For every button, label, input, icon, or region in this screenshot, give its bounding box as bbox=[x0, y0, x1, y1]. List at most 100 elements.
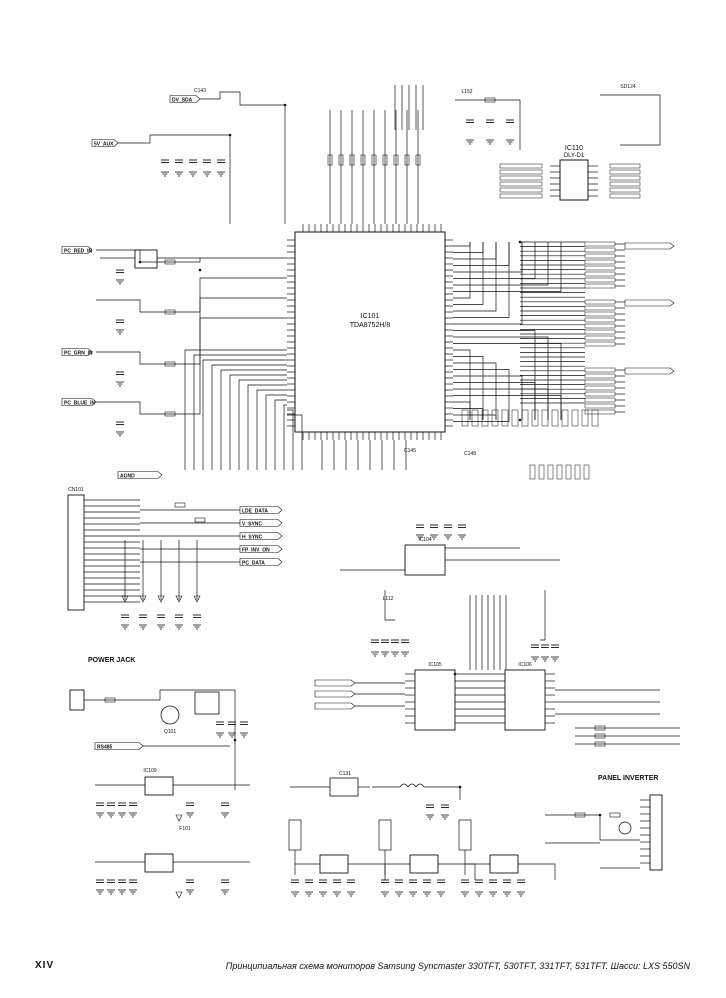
control-flag bbox=[314, 702, 356, 710]
inverter-connector bbox=[649, 794, 663, 871]
resistor bbox=[338, 154, 344, 166]
net-rs485: RS485 bbox=[97, 744, 113, 750]
data-bus bbox=[453, 395, 562, 420]
bottom-left-bus bbox=[287, 409, 294, 470]
resistor bbox=[609, 812, 621, 818]
ic101-part: TDA8752H/8 bbox=[350, 322, 391, 329]
ic101-body bbox=[294, 231, 446, 433]
resistor-array-element bbox=[584, 367, 616, 373]
resistor-array-element bbox=[584, 283, 616, 289]
supply-rail-flag bbox=[288, 819, 302, 851]
resistor bbox=[194, 517, 206, 523]
ic110-ref: IC110 bbox=[565, 145, 583, 152]
junction-dot bbox=[458, 785, 462, 789]
resistor bbox=[174, 502, 186, 508]
resistor-array-element bbox=[531, 409, 539, 427]
net-flag-0: LDE_DATA bbox=[242, 508, 268, 514]
resistor-array-element bbox=[584, 373, 616, 379]
resistor-array-element bbox=[583, 464, 590, 480]
resistor-array-element bbox=[565, 464, 572, 480]
supply-rail-flag bbox=[378, 819, 392, 851]
ic105-body bbox=[414, 669, 456, 731]
data-bus bbox=[453, 414, 497, 420]
c145-label: C145 bbox=[404, 448, 416, 454]
q101-label: Q101 bbox=[164, 729, 176, 735]
net-pc-blue-in: PC_BLUE_IN bbox=[64, 400, 96, 406]
bottom-left-bus bbox=[256, 389, 287, 470]
resistor-array-element bbox=[584, 409, 616, 415]
resistor-array-element bbox=[584, 403, 616, 409]
ldo-ic bbox=[409, 854, 439, 874]
ic113-body bbox=[134, 249, 158, 269]
c143-label: C143 bbox=[194, 88, 206, 94]
ldo-ic bbox=[489, 854, 519, 874]
ic110-output bbox=[609, 163, 641, 169]
data-bus bbox=[453, 336, 549, 420]
resistor bbox=[415, 154, 421, 166]
relay-body bbox=[194, 691, 220, 715]
supply-line bbox=[200, 91, 286, 224]
resistor-array-element bbox=[584, 253, 616, 259]
net-pc-blue-in-flag bbox=[61, 398, 97, 406]
net-flag-3-flag bbox=[239, 545, 283, 553]
output-bus-flag bbox=[624, 299, 675, 307]
diode bbox=[193, 595, 201, 603]
resistor-array-element bbox=[571, 409, 579, 427]
l152-label: L152 bbox=[461, 89, 472, 95]
resistor-array-element bbox=[584, 265, 616, 271]
junction-dot bbox=[233, 738, 237, 742]
regulator-ic bbox=[144, 853, 174, 873]
regulator-ic bbox=[144, 776, 174, 796]
ic110-output bbox=[609, 187, 641, 193]
resistor-array-element bbox=[584, 335, 616, 341]
resistor bbox=[360, 154, 366, 166]
resistor-array-element bbox=[574, 464, 581, 480]
data-bus bbox=[453, 242, 549, 286]
net-5v-aux: 5V_AUX bbox=[94, 141, 114, 147]
net-flag-2: H_SYNC bbox=[242, 534, 263, 540]
resistor-array-element bbox=[547, 464, 554, 480]
bottom-left-bus bbox=[220, 369, 287, 470]
data-bus bbox=[453, 242, 510, 266]
diode bbox=[121, 595, 129, 603]
ic104-body bbox=[404, 544, 446, 576]
bottom-left-bus bbox=[238, 379, 287, 470]
data-bus bbox=[453, 420, 510, 422]
ic106-ref: IC106 bbox=[518, 662, 532, 668]
bottom-left-bus bbox=[193, 354, 287, 470]
net-flag-4: PC_DATA bbox=[242, 560, 265, 566]
q101-transistor bbox=[160, 705, 180, 725]
junction-dot bbox=[283, 103, 287, 107]
ic110-input bbox=[499, 175, 543, 181]
ic110-part: DLY-D1 bbox=[564, 153, 585, 159]
ic109-label: IC109 bbox=[143, 768, 157, 774]
resistor-array-element bbox=[584, 341, 616, 347]
junction-dot bbox=[518, 240, 522, 244]
bottom-left-bus bbox=[274, 399, 287, 470]
resistor-array-element bbox=[584, 259, 616, 265]
supply-line bbox=[438, 863, 476, 880]
cn101-label: CN101 bbox=[68, 487, 84, 493]
ic101-ref: IC101 bbox=[361, 313, 380, 320]
resistor bbox=[404, 154, 410, 166]
data-bus bbox=[453, 242, 510, 318]
diode bbox=[175, 814, 183, 822]
data-bus bbox=[453, 242, 471, 247]
cn101-connector bbox=[67, 494, 85, 611]
resistor-array-element bbox=[591, 409, 599, 427]
sheet-footer: XIV Принципиальная схема мониторов Samsu… bbox=[0, 958, 726, 980]
page-number: XIV bbox=[35, 960, 55, 971]
ic110-output bbox=[609, 169, 641, 175]
choke-body bbox=[329, 777, 359, 797]
diode bbox=[175, 595, 183, 603]
data-bus bbox=[453, 401, 471, 420]
net-flag-2-flag bbox=[239, 532, 283, 540]
resistor-array-element bbox=[584, 299, 616, 305]
supply-line bbox=[540, 590, 546, 641]
control-flag bbox=[314, 679, 356, 687]
data-bus bbox=[453, 242, 471, 299]
resistor-array-element bbox=[584, 317, 616, 323]
data-bus bbox=[453, 242, 523, 325]
junction-dot bbox=[228, 133, 232, 137]
resistor-array-element bbox=[529, 464, 536, 480]
